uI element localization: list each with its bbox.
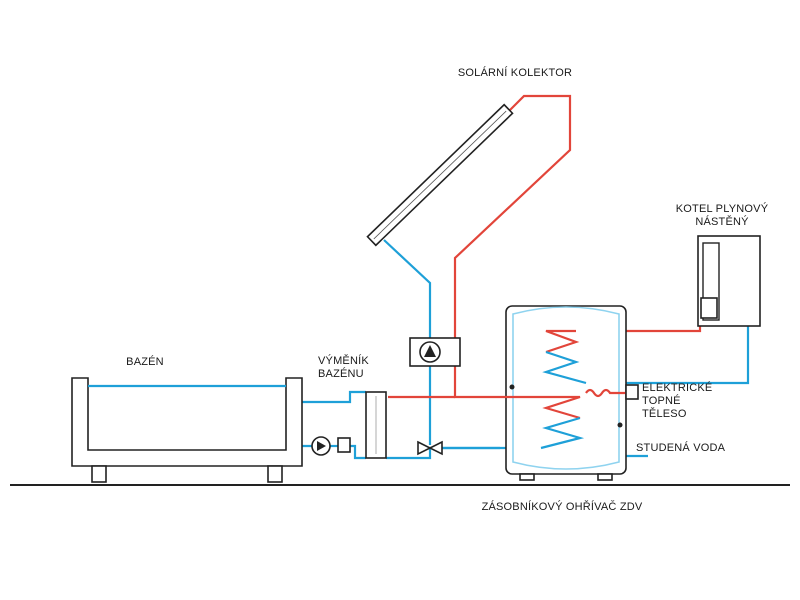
boiler-cold-pipe bbox=[586, 325, 750, 385]
gas-boiler bbox=[697, 235, 761, 327]
cold-water-label: STUDENÁ VODA bbox=[636, 441, 726, 454]
heater-label-line2: TOPNÉ bbox=[642, 394, 681, 407]
heater-label-line1: ELEKTRICKÉ bbox=[642, 381, 712, 394]
pool-label: BAZÉN bbox=[126, 355, 164, 368]
pool-bottom-pipe-c bbox=[350, 444, 366, 460]
solar-collector-label: SOLÁRNÍ KOLEKTOR bbox=[458, 66, 572, 79]
collector-cold-pipe bbox=[383, 239, 432, 445]
solar-pump-station bbox=[409, 337, 461, 367]
lower-coil-cold bbox=[540, 416, 585, 450]
pool-top-pipe bbox=[288, 390, 366, 404]
storage-tank bbox=[505, 305, 627, 481]
boiler-label-line2: NÁSTĚNÝ bbox=[695, 215, 749, 228]
valve-cold-pipe bbox=[386, 446, 500, 460]
sensor-upper bbox=[509, 384, 515, 390]
boiler-label-line1: KOTEL PLYNOVÝ bbox=[676, 202, 769, 215]
lower-coil-hot bbox=[496, 395, 581, 420]
solar-collector bbox=[366, 103, 514, 247]
sensor-lower bbox=[617, 422, 623, 428]
upper-coil-cold bbox=[542, 350, 587, 385]
three-way-valve bbox=[417, 440, 443, 456]
upper-coil-hot bbox=[545, 329, 580, 354]
pool-pump bbox=[311, 436, 331, 456]
pool bbox=[71, 377, 303, 483]
exchanger-label-line1: VÝMĚNÍK bbox=[318, 354, 369, 367]
heater-control-box bbox=[625, 384, 639, 400]
exchanger-label-line2: BAZÉNU bbox=[318, 367, 364, 380]
tank-label: ZÁSOBNÍKOVÝ OHŘÍVAČ ZDV bbox=[482, 500, 643, 513]
pool-filter bbox=[337, 437, 351, 453]
electric-heater-element bbox=[585, 388, 626, 398]
pool-heat-exchanger bbox=[365, 391, 387, 459]
heater-label-line3: TĚLESO bbox=[642, 407, 687, 420]
